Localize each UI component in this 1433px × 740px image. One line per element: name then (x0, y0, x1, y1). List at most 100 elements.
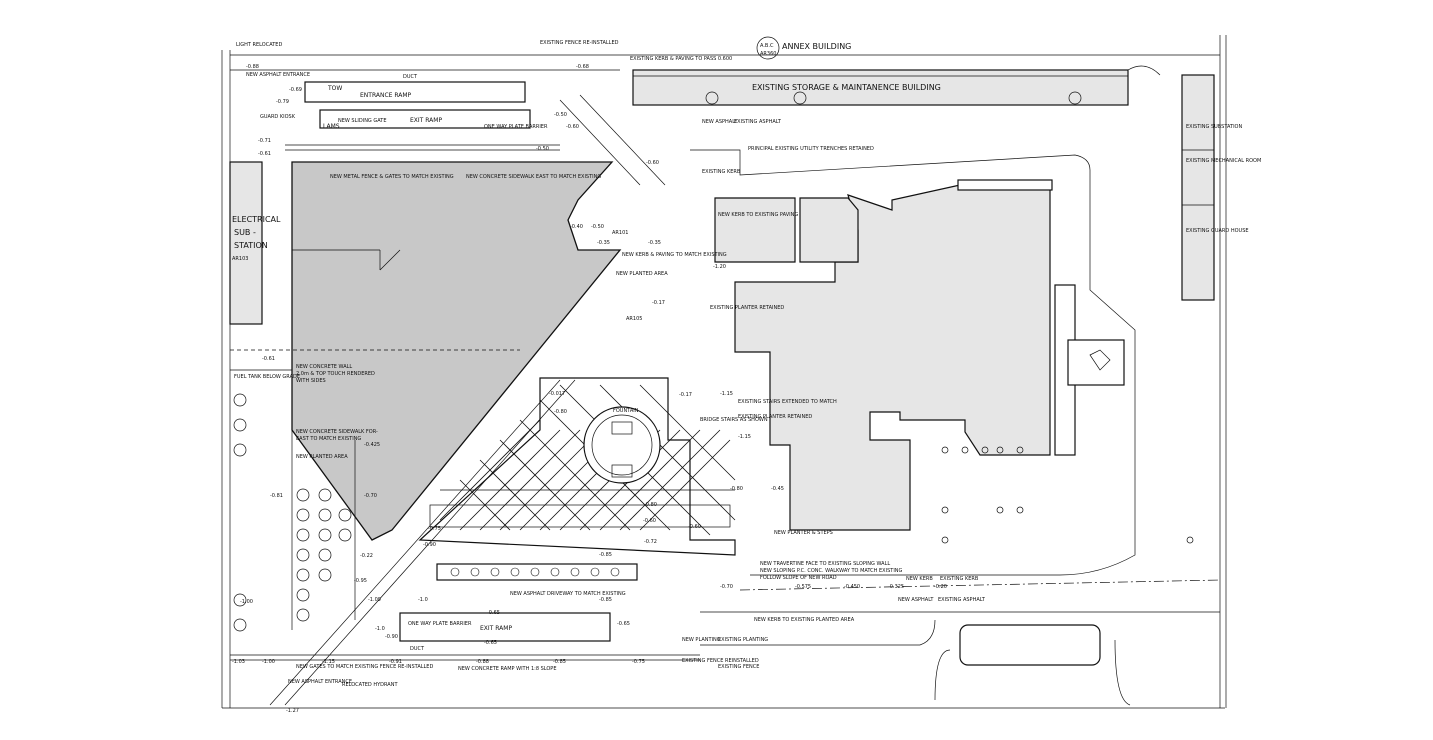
level-marker: -0.50 (554, 112, 567, 118)
level-marker: -0.35 (648, 240, 661, 246)
level-marker: -0.80 (644, 502, 657, 508)
electrical-substation (229, 161, 263, 325)
level-marker: -1.15 (322, 659, 335, 665)
level-marker: -0.81 (270, 493, 283, 499)
level-marker: -0.425 (364, 442, 380, 448)
sliding-gate-note: NEW SLIDING GATE (338, 118, 387, 124)
asphalt-entrance-note-2: NEW ASPHALT ENTRANCE (288, 679, 352, 685)
kerb-paving-note: EXISTING KERB & PAVING TO PASS 0.600 (630, 56, 732, 62)
sub-label: SUB - (234, 228, 256, 237)
fuel-tank-note: FUEL TANK BELOW GRADE (234, 374, 300, 380)
concrete-wall-note-2: 2.0m & TOP TOUCH RENDERED (296, 371, 375, 377)
ref-ar105: AR105 (626, 316, 642, 322)
level-marker: -0.95 (354, 578, 367, 584)
level-marker: -0.60 (566, 124, 579, 130)
level-marker: -0.450 (844, 584, 860, 590)
concrete-wall-note-3: WITH SIDES (296, 378, 326, 384)
substation-label: EXISTING SUBSTATION (1186, 124, 1242, 130)
level-marker: -0.70 (364, 493, 377, 499)
level-marker: -0.65 (487, 610, 500, 616)
existing-kerb-note: EXISTING KERB (940, 576, 979, 582)
one-way-bottom-note: ONE WAY PLATE BARRIER (408, 621, 472, 627)
slope-note: FOLLOW SLOPE OF NEW ROAD (760, 575, 837, 581)
level-marker: -0.60 (688, 524, 701, 530)
planter-steps-note: NEW PLANTER & STEPS (774, 530, 833, 536)
existing-stairs-note: EXISTING STAIRS EXTENDED TO MATCH (738, 399, 837, 405)
existing-fence-note: EXISTING FENCE (718, 664, 759, 670)
kerb-existing-note: NEW KERB TO EXISTING PAVING (718, 212, 798, 218)
existing-asphalt-note: EXISTING ASPHALT (938, 597, 986, 603)
entrance-ramp-label: ENTRANCE RAMP (360, 92, 412, 99)
level-marker: -0.20 (934, 584, 947, 590)
annex-building-label: ANNEX BUILDING (782, 42, 851, 51)
level-marker: -1.27 (286, 708, 299, 714)
mechanical-room-label: EXISTING MECHANICAL ROOM (1186, 158, 1261, 164)
level-marker: -0.80 (554, 409, 567, 415)
level-marker: -0.45 (771, 486, 784, 492)
level-marker: -0.72 (644, 539, 657, 545)
level-marker: -1.20 (713, 264, 726, 270)
new-planting-note: NEW PLANTING (682, 637, 721, 643)
new-kerb-paving-note: NEW KERB & PAVING TO MATCH EXISTING (622, 252, 727, 258)
level-marker: -0.61 (258, 151, 271, 157)
level-marker: -0.50 (536, 146, 549, 152)
sidewalk-note-2: NEW CONCRETE SIDEWALK FOR- (296, 429, 378, 435)
level-marker: -1.03 (232, 659, 245, 665)
level-marker: -0.91 (389, 659, 402, 665)
level-marker: -0.88 (476, 659, 489, 665)
guard-house-label: EXISTING GUARD HOUSE (1186, 228, 1249, 234)
metal-fence-note: NEW METAL FENCE & GATES TO MATCH EXISTIN… (330, 174, 454, 180)
right-side-buildings (1181, 74, 1215, 301)
level-marker: -0.50 (591, 224, 604, 230)
new-asphalt-note: NEW ASPHALT (898, 597, 934, 603)
ref-ar101: AR101 (612, 230, 628, 236)
walkway-note: NEW SLOPING P.C. CONC. WALKWAY TO MATCH … (760, 568, 903, 574)
existing-planting-note: EXISTING PLANTING (718, 637, 768, 643)
fountain-label: FOUNTAIN (613, 408, 639, 414)
level-marker: -0.71 (258, 138, 271, 144)
main-building (690, 149, 1136, 576)
duct-top-note: DUCT (403, 74, 418, 80)
level-marker: -0.17 (652, 300, 665, 306)
lams-label: LAMS (323, 123, 340, 130)
new-gates-note: NEW GATES TO MATCH EXISTING FENCE RE-INS… (296, 664, 433, 670)
ref-ar103: AR103 (232, 256, 248, 262)
level-marker: -0.75 (632, 659, 645, 665)
drawing-frame (221, 35, 1227, 709)
level-marker: -0.90 (385, 634, 398, 640)
level-marker: -0.85 (553, 659, 566, 665)
level-marker: -0.325 (888, 584, 904, 590)
utility-note: PRINCIPAL EXISTING UTILITY TRENCHES RETA… (748, 146, 874, 152)
concrete-ramp-note: NEW CONCRETE RAMP WITH 1:8 SLOPE (458, 666, 557, 672)
fountain (583, 406, 661, 484)
station-label: STATION (234, 241, 268, 250)
tow-label: TOW (327, 85, 342, 92)
level-marker: -0.70 (720, 584, 733, 590)
exit-ramp-top-label: EXIT RAMP (410, 117, 442, 124)
level-marker: -0.65 (617, 621, 630, 627)
travertine-note: NEW TRAVERTINE FACE TO EXISTING SLOPING … (760, 561, 890, 567)
storage-building-label: EXISTING STORAGE & MAINTANENCE BUILDING (752, 83, 941, 92)
planted-area-note-2: NEW PLANTED AREA (296, 454, 348, 460)
bottom-road (700, 579, 1221, 706)
fence-reinstalled-note: EXISTING FENCE REINSTALLED (682, 658, 759, 664)
level-marker: -0.65 (484, 640, 497, 646)
level-marker: -0.88 (246, 64, 259, 70)
level-marker: -0.68 (576, 64, 589, 70)
annex-ref: A.B.C (760, 43, 774, 49)
level-marker: -0.79 (276, 99, 289, 105)
fence-top-note: EXISTING FENCE RE-INSTALLED (540, 40, 619, 46)
level-marker: -0.17 (679, 392, 692, 398)
asphalt-entrance-note: NEW ASPHALT ENTRANCE (246, 72, 310, 78)
level-marker: -0.85 (599, 552, 612, 558)
annotation-labels: LIGHT RELOCATED NEW ASPHALT ENTRANCE GUA… (232, 40, 986, 688)
sidewalk-note-3: EAST TO MATCH EXISTING (296, 436, 361, 442)
level-marker: -1.15 (738, 434, 751, 440)
kerb-planted-note: NEW KERB TO EXISTING PLANTED AREA (754, 617, 855, 623)
level-marker: -0.60 (646, 160, 659, 166)
level-marker: -0.22 (360, 553, 373, 559)
existing-planter-note: EXISTING PLANTER RETAINED (710, 305, 784, 311)
level-marker: -1.09 (368, 597, 381, 603)
left-strip (230, 349, 520, 630)
